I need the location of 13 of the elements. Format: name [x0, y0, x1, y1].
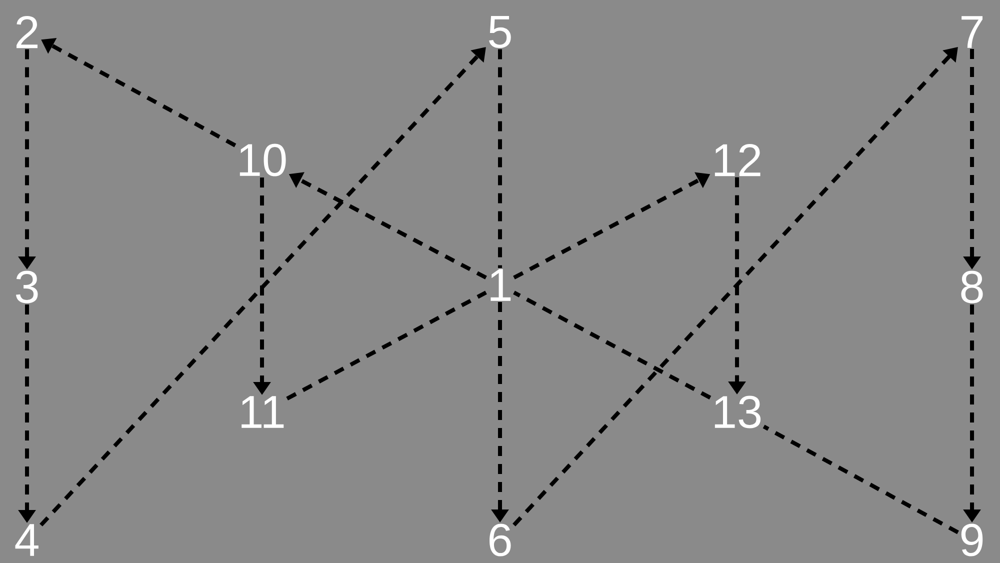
- number-label: 1: [490, 269, 511, 301]
- number-label: 7: [962, 16, 982, 48]
- number-label: 2: [16, 16, 38, 48]
- number-label: 9: [961, 524, 983, 556]
- number-label: 6: [490, 524, 511, 556]
- number-label: 11: [242, 396, 284, 428]
- number-label: 10: [240, 144, 286, 176]
- number-label: 3: [16, 270, 38, 304]
- number-label: 12: [714, 144, 760, 176]
- number-label: 13: [714, 396, 761, 428]
- number-label: 4: [15, 524, 38, 556]
- number-label: 5: [489, 16, 511, 48]
- number-label: 8: [961, 270, 983, 304]
